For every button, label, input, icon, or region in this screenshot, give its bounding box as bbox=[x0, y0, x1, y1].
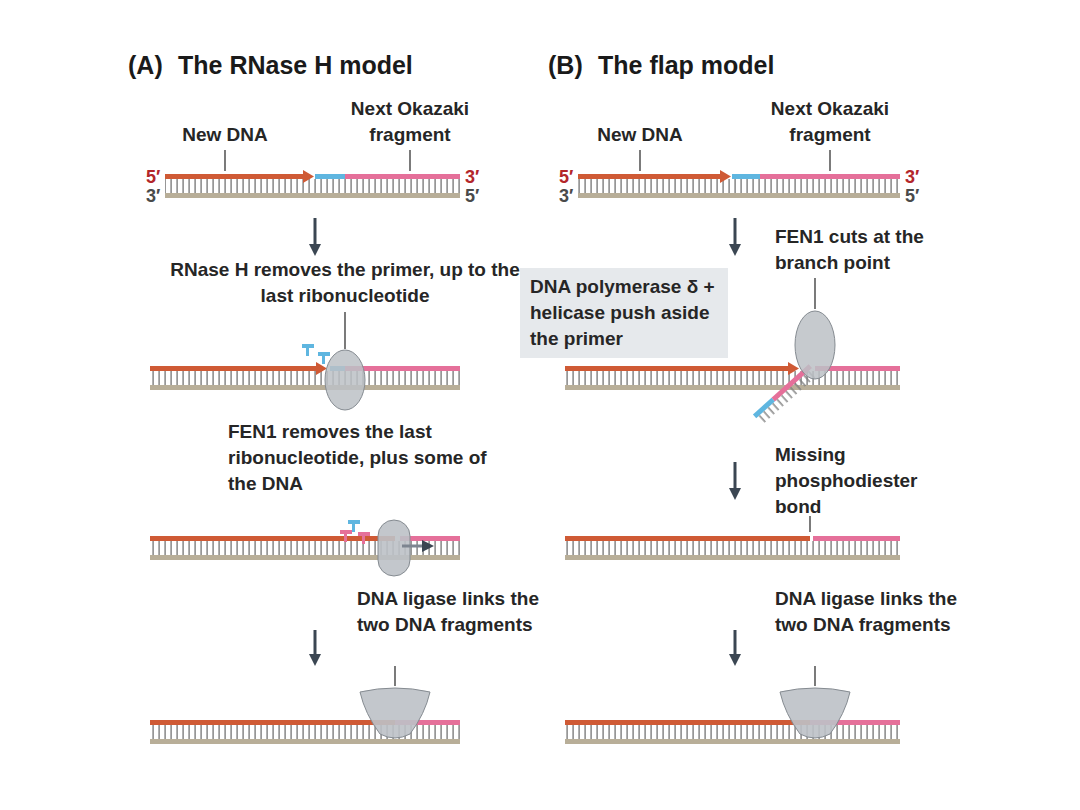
panel-title: The RNase H model bbox=[178, 50, 413, 80]
step-note: FEN1 removes the last ribonucleotide, pl… bbox=[228, 419, 503, 497]
panel-letter: (B) bbox=[548, 50, 583, 80]
step-note: Missing phosphodiester bond bbox=[775, 442, 927, 520]
strand-end: 5′ bbox=[465, 187, 479, 205]
step-note: DNA ligase links the two DNA fragments bbox=[775, 586, 965, 638]
strand-end: 5′ bbox=[559, 168, 573, 186]
process-box: DNA polymerase δ + helicase push aside t… bbox=[520, 268, 728, 358]
strand-end: 5′ bbox=[146, 168, 160, 186]
strand-end: 5′ bbox=[905, 187, 919, 205]
panel-letter: (A) bbox=[128, 50, 163, 80]
box-text: DNA polymerase δ + helicase push aside t… bbox=[530, 274, 718, 352]
strand-end: 3′ bbox=[465, 168, 479, 186]
strand-label: Next Okazaki fragment bbox=[322, 96, 498, 148]
strand-label: New DNA bbox=[170, 122, 280, 148]
strand-label: New DNA bbox=[585, 122, 695, 148]
strand-end: 3′ bbox=[146, 187, 160, 205]
step-note: DNA ligase links the two DNA fragments bbox=[357, 586, 547, 638]
step-note: RNase H removes the primer, up to the la… bbox=[170, 257, 520, 309]
strand-end: 3′ bbox=[559, 187, 573, 205]
strand-label: Next Okazaki fragment bbox=[742, 96, 918, 148]
strand-end: 3′ bbox=[905, 168, 919, 186]
step-note: FEN1 cuts at the branch point bbox=[775, 224, 975, 276]
panel-title: The flap model bbox=[598, 50, 774, 80]
